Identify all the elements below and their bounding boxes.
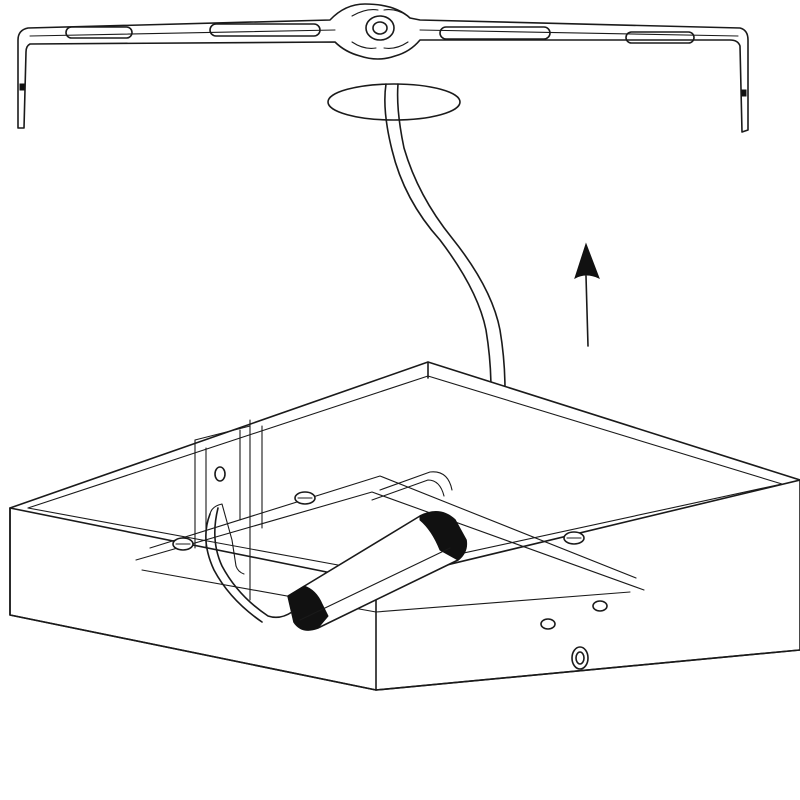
bracket-slot-left — [65, 26, 133, 39]
screw-top — [294, 491, 316, 505]
screw-bottom-right — [592, 600, 608, 612]
screw-left — [172, 537, 194, 551]
housing-side-hole — [571, 646, 589, 670]
screw-bottom-left — [540, 618, 556, 630]
lift-arrow — [574, 242, 600, 347]
bracket-slot-mid-right — [439, 26, 551, 40]
bracket-center-hole — [365, 15, 395, 41]
ceiling-hole — [327, 83, 461, 121]
bracket-slot-mid-left — [209, 23, 321, 37]
driver-end-cap-left — [287, 585, 329, 631]
arrow-up-icon — [574, 242, 600, 280]
mounting-bracket — [17, 3, 749, 133]
housing-inner-hole — [214, 466, 226, 482]
driver-unit — [205, 503, 468, 631]
screw-right — [563, 531, 585, 545]
bracket-slot-right — [625, 31, 695, 44]
driver-end-cap-right — [419, 511, 467, 561]
